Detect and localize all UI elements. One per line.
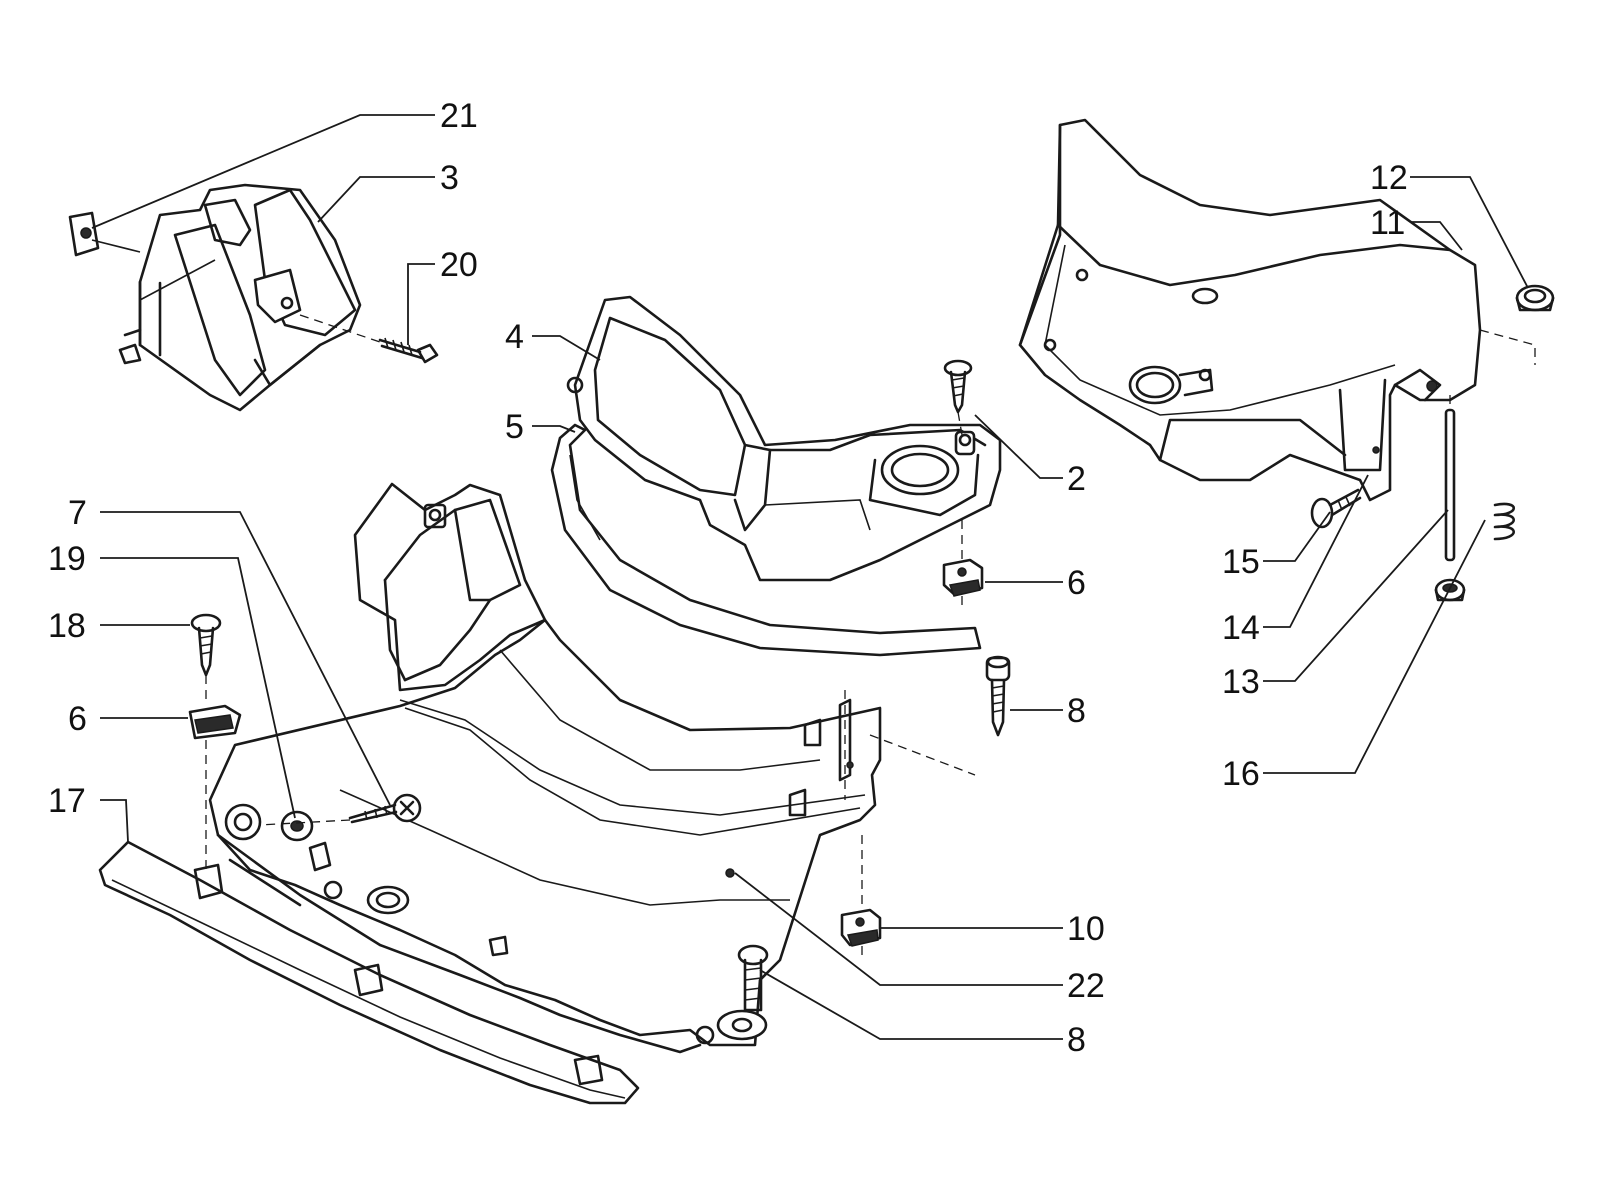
callout-8-lower: 8: [1067, 1021, 1086, 1059]
callout-3: 3: [440, 159, 459, 197]
part-13-rod: [1444, 395, 1456, 562]
callout-22: 22: [1067, 967, 1105, 1005]
part-19-washer: [280, 810, 314, 842]
callout-labels: 21 3 20 4 5 2 6 8 7 19 18 6 17 10 22 8 1…: [48, 97, 1408, 1059]
callout-13: 13: [1222, 663, 1260, 701]
part-21-clip: [68, 211, 141, 257]
callout-12: 12: [1370, 159, 1408, 197]
callout-11: 11: [1370, 204, 1405, 242]
callout-18: 18: [48, 607, 86, 645]
part-12-grommet: [1515, 284, 1555, 312]
part-22-main-panel: [208, 482, 976, 1054]
callout-6-lower: 6: [68, 700, 87, 738]
callout-5: 5: [505, 408, 524, 446]
part-3-bracket-housing: [118, 183, 362, 412]
part-11-right-cover: [1018, 118, 1536, 502]
callout-6-upper: 6: [1067, 564, 1086, 602]
callout-8-upper: 8: [1067, 692, 1086, 730]
callout-21: 21: [440, 97, 478, 135]
part-8-bolt-lower: [716, 944, 769, 1041]
part-6-nut-upper: [942, 520, 984, 605]
part-6-nut-lower: [188, 704, 242, 870]
part-8-bolt-upper: [985, 655, 1011, 737]
part-2-screw: [943, 359, 973, 436]
callout-19: 19: [48, 540, 86, 578]
callout-10: 10: [1067, 910, 1105, 948]
part-18-screw: [190, 613, 222, 700]
callout-17: 17: [48, 782, 86, 820]
part-4-upper-cowl: [566, 295, 1002, 582]
part-15-screw: [1310, 488, 1362, 529]
callout-20: 20: [440, 246, 478, 284]
part-5-seal-strip: [550, 423, 982, 657]
part-20-screw: [299, 314, 439, 364]
callout-7: 7: [68, 494, 87, 532]
part-10-nut: [840, 835, 882, 955]
callout-2: 2: [1067, 460, 1086, 498]
callout-14: 14: [1222, 609, 1260, 647]
part-17-trim-strip: [98, 840, 640, 1105]
part-7-screw: [259, 793, 422, 826]
part-16-spring: [1434, 502, 1515, 602]
callout-15: 15: [1222, 543, 1260, 581]
callout-16: 16: [1222, 755, 1260, 793]
leader-lines: [91, 114, 1529, 1040]
callout-4: 4: [505, 318, 524, 356]
